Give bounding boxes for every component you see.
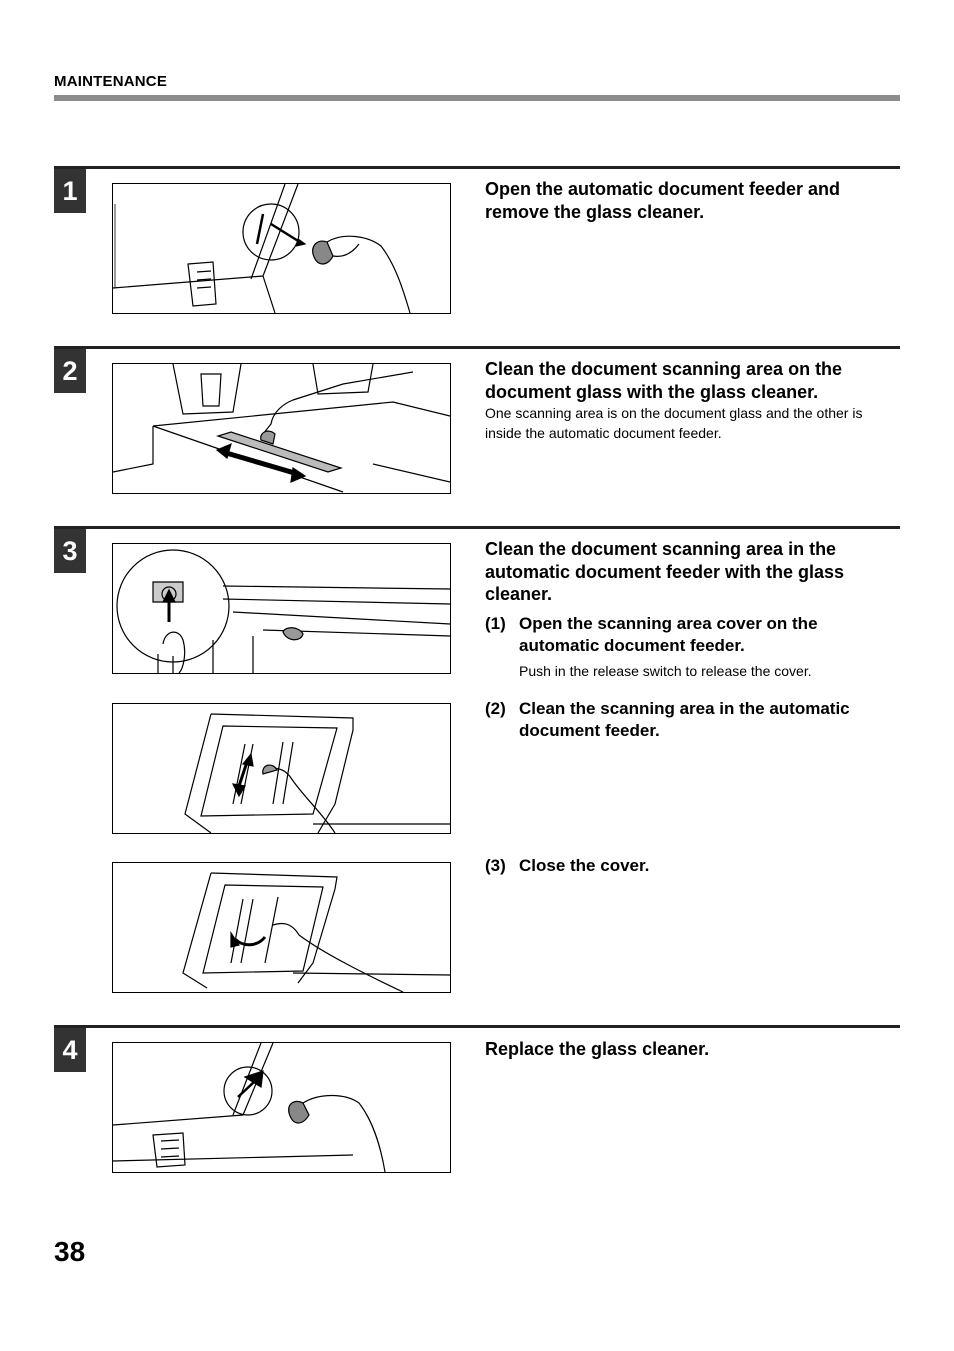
step-3-rule bbox=[54, 526, 900, 529]
step-2-illustration bbox=[112, 363, 451, 494]
step-3-substep-2: (2) Clean the scanning area in the autom… bbox=[485, 698, 885, 742]
step-2-body: One scanning area is on the document gla… bbox=[485, 405, 863, 441]
page-number: 38 bbox=[54, 1236, 86, 1267]
step-1-heading: Open the automatic document feeder and r… bbox=[485, 179, 841, 222]
step-3-illustration-close bbox=[112, 862, 451, 993]
step-3-illustration-clean bbox=[112, 703, 451, 834]
step-2-heading: Clean the document scanning area on the … bbox=[485, 359, 843, 402]
step-3-illustration-open-cover bbox=[112, 543, 451, 674]
header-rule bbox=[54, 95, 900, 101]
step-3-substep-3: (3) Close the cover. bbox=[485, 855, 885, 877]
step-2-number: 2 bbox=[54, 349, 86, 393]
step-3-substep-1: (1) Open the scanning area cover on the … bbox=[485, 613, 885, 657]
step-1-number: 1 bbox=[54, 169, 86, 213]
substep-1-text: Open the scanning area cover on the auto… bbox=[519, 614, 818, 655]
step-3-number: 3 bbox=[54, 529, 86, 573]
section-label: MAINTENANCE bbox=[54, 73, 168, 90]
step-3-substep-1-note: Push in the release switch to release th… bbox=[519, 663, 812, 679]
step-4-rule bbox=[54, 1025, 900, 1028]
step-3-heading: Clean the document scanning area in the … bbox=[485, 539, 845, 604]
substep-2-text: Clean the scanning area in the automatic… bbox=[519, 699, 850, 740]
step-2-rule bbox=[54, 346, 900, 349]
step-4-number: 4 bbox=[54, 1028, 86, 1072]
substep-3-text: Close the cover. bbox=[519, 856, 650, 875]
step-4-heading: Replace the glass cleaner. bbox=[485, 1039, 710, 1059]
substep-2-number: (2) bbox=[485, 699, 506, 718]
substep-1-number: (1) bbox=[485, 614, 506, 633]
step-1-rule bbox=[54, 166, 900, 169]
step-1-illustration bbox=[112, 183, 451, 314]
substep-3-number: (3) bbox=[485, 856, 506, 875]
step-4-illustration bbox=[112, 1042, 451, 1173]
